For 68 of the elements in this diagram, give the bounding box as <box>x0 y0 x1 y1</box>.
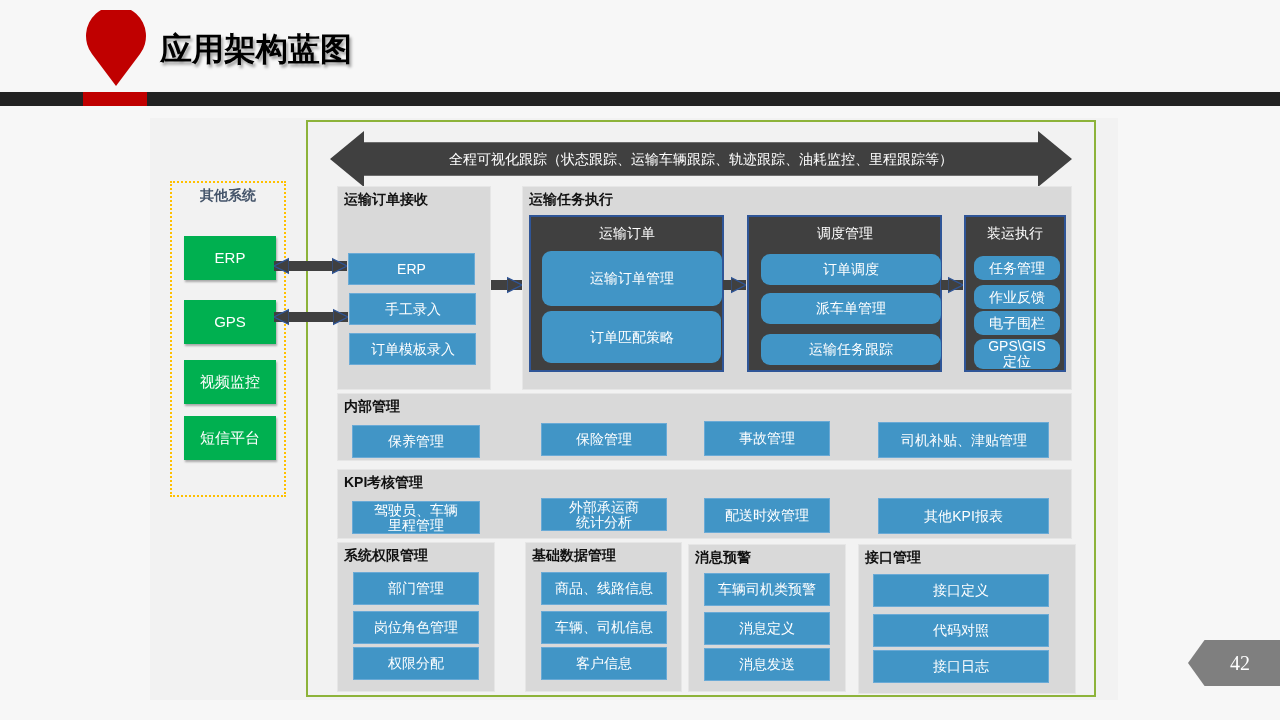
group-title: 调度管理 <box>815 225 874 243</box>
function-box: 岗位角色管理 <box>353 611 479 644</box>
group-title: 运输订单 <box>597 225 656 243</box>
panel-title: 基础数据管理 <box>532 547 616 565</box>
function-box: 司机补贴、津贴管理 <box>878 422 1049 458</box>
module-panel <box>337 186 491 390</box>
function-box: 运输任务跟踪 <box>761 334 941 365</box>
function-box: 手工录入 <box>349 293 476 325</box>
panel-title: 运输任务执行 <box>529 191 613 209</box>
function-box: 客户信息 <box>541 647 667 680</box>
arrow <box>723 276 747 294</box>
function-box: 接口定义 <box>873 574 1049 607</box>
function-box: 权限分配 <box>353 647 479 680</box>
function-box: GPS\GIS定位 <box>974 339 1060 369</box>
function-box: 代码对照 <box>873 614 1049 647</box>
module-panel <box>858 544 1076 694</box>
function-box: 电子围栏 <box>974 311 1060 335</box>
submodule-panel <box>529 215 724 372</box>
module-panel <box>522 186 1072 390</box>
function-box: 其他KPI报表 <box>878 498 1049 534</box>
system-box: ERP <box>184 236 276 280</box>
function-box: 订单匹配策略 <box>542 311 721 363</box>
function-box: 订单模板录入 <box>349 333 476 365</box>
function-box: 消息发送 <box>704 648 830 681</box>
panel-title: 内部管理 <box>344 398 400 416</box>
page-number: 42 <box>1188 640 1280 686</box>
module-panel <box>337 469 1072 539</box>
banner-text: 全程可视化跟踪（状态跟踪、运输车辆跟踪、轨迹跟踪、油耗监控、里程跟踪等） <box>448 150 954 168</box>
panel-title: 消息预警 <box>695 549 751 567</box>
submodule-panel <box>747 215 942 372</box>
module-panel <box>337 542 495 692</box>
system-group <box>170 181 286 497</box>
function-box: 作业反馈 <box>974 285 1060 309</box>
function-box: 派车单管理 <box>761 293 941 324</box>
function-box: 运输订单管理 <box>542 251 722 306</box>
panel-title: KPI考核管理 <box>344 474 424 492</box>
arrow <box>273 257 348 275</box>
group-title: 装运执行 <box>986 225 1044 243</box>
function-box: 消息定义 <box>704 612 830 645</box>
system-box: 短信平台 <box>184 416 276 460</box>
function-box: 驾驶员、车辆里程管理 <box>352 501 480 534</box>
system-box: GPS <box>184 300 276 344</box>
function-box: 外部承运商统计分析 <box>541 498 667 531</box>
arrow <box>273 308 349 326</box>
arrow <box>491 276 523 294</box>
arrow <box>941 276 964 294</box>
title: 应用架构蓝图 <box>160 30 352 69</box>
panel-title: 运输订单接收 <box>344 191 428 209</box>
group-title: 其他系统 <box>199 187 257 205</box>
function-box: 保险管理 <box>541 423 667 456</box>
function-box: 车辆、司机信息 <box>541 611 667 644</box>
function-box: ERP <box>348 253 475 285</box>
system-box: 视频监控 <box>184 360 276 404</box>
function-box: 商品、线路信息 <box>541 572 667 605</box>
panel-title: 系统权限管理 <box>344 547 428 565</box>
function-box: 订单调度 <box>761 254 941 285</box>
module-panel <box>688 544 846 692</box>
function-box: 保养管理 <box>352 425 480 458</box>
function-box: 事故管理 <box>704 421 830 456</box>
function-box: 配送时效管理 <box>704 498 830 533</box>
function-box: 接口日志 <box>873 650 1049 683</box>
module-panel <box>525 542 682 692</box>
module-panel <box>337 393 1072 461</box>
panel-title: 接口管理 <box>865 549 921 567</box>
function-box: 任务管理 <box>974 256 1060 280</box>
function-box: 车辆司机类预警 <box>704 573 830 606</box>
submodule-panel <box>964 215 1066 372</box>
function-box: 部门管理 <box>353 572 479 605</box>
